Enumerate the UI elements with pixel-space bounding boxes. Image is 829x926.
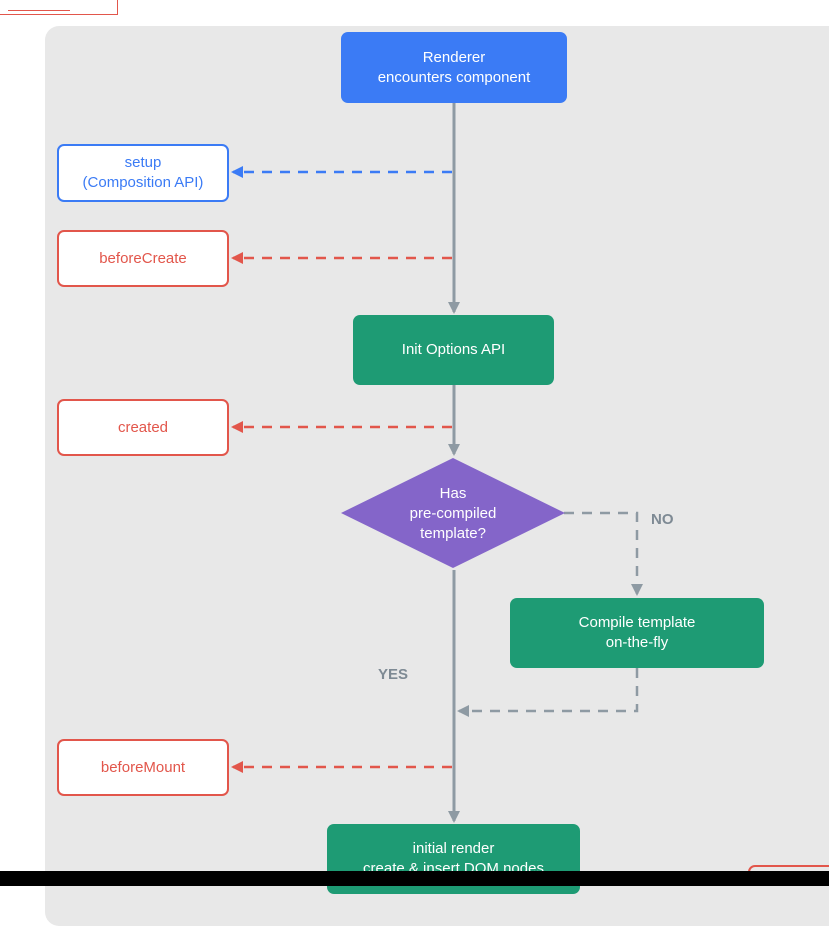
before-mount-hook: beforeMount <box>57 739 229 796</box>
init-options-label: Init Options API <box>401 341 506 358</box>
setup-hook: setup (Composition API) <box>57 144 229 202</box>
decision-line2: pre-compiled <box>409 505 497 522</box>
before-create-label: beforeCreate <box>99 249 187 267</box>
decision-diamond-shape <box>341 458 565 568</box>
decision-line3: template? <box>420 525 486 542</box>
created-hook: created <box>57 399 229 456</box>
no-label: NO <box>651 511 674 528</box>
edge-decision-no-to-compile <box>564 511 643 596</box>
connector-layer <box>231 103 643 823</box>
renderer-node: Renderer encounters component <box>341 32 567 103</box>
viewport-bottom-edge <box>0 871 829 886</box>
before-create-hook: beforeCreate <box>57 230 229 287</box>
renderer-line2: encounters component <box>377 68 531 86</box>
setup-line1: setup <box>124 154 162 171</box>
setup-line2: (Composition API) <box>82 174 204 191</box>
partial-hook-underline <box>8 10 70 11</box>
edge-compile-to-main <box>457 668 639 717</box>
partial-hook-box-top <box>0 0 118 15</box>
compile-line1: Compile template <box>578 614 696 631</box>
init-options-node: Init Options API <box>353 315 554 385</box>
compile-template-node: Compile template on-the-fly <box>510 598 764 668</box>
decision-line1: Has <box>439 485 467 502</box>
decision-node: Has pre-compiled template? <box>341 458 565 570</box>
created-label: created <box>117 418 169 436</box>
compile-line2: on-the-fly <box>605 634 669 651</box>
renderer-line1: Renderer <box>422 48 486 66</box>
initial-render-line1: initial render <box>412 840 495 857</box>
before-mount-label: beforeMount <box>100 758 186 776</box>
yes-label: YES <box>378 666 409 683</box>
